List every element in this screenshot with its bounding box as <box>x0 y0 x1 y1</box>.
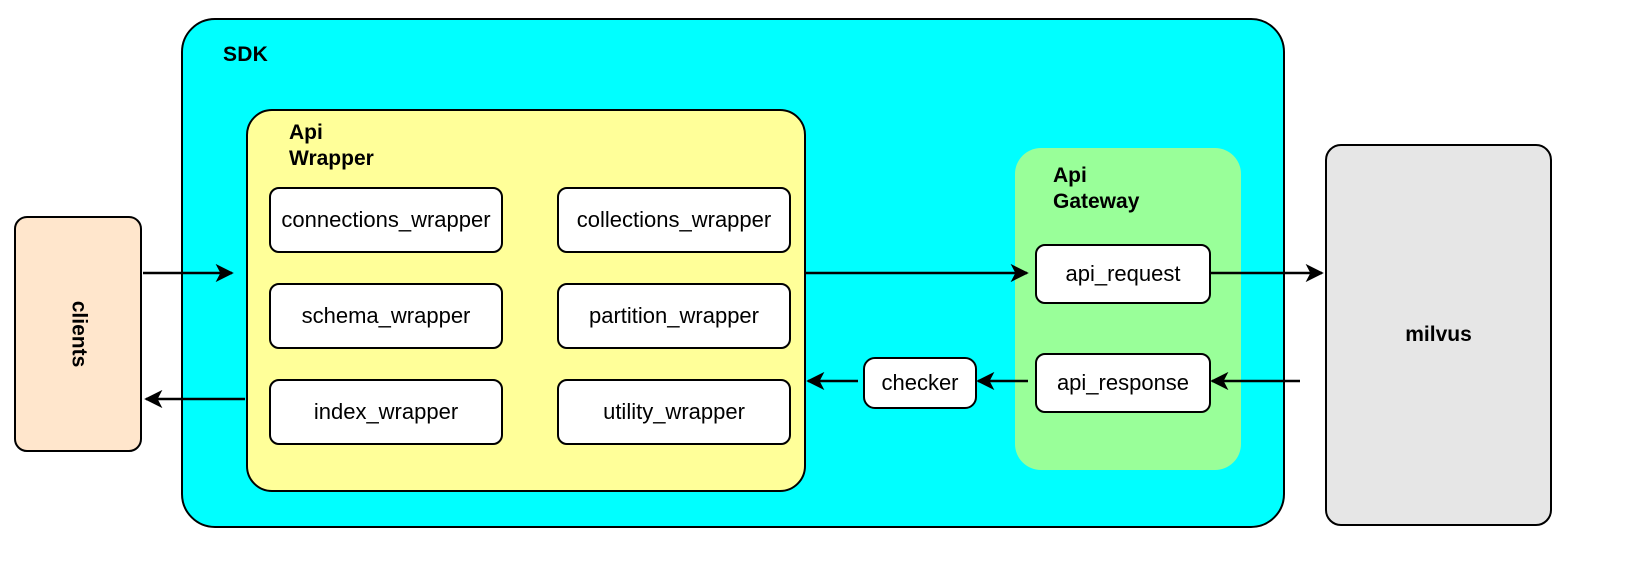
module-collections-wrapper[interactable]: collections_wrapper <box>557 187 791 253</box>
module-label: partition_wrapper <box>589 303 759 328</box>
api-wrapper-container[interactable]: Api Wrapper connections_wrapper collecti… <box>246 109 806 492</box>
module-label: schema_wrapper <box>301 303 471 328</box>
module-utility-wrapper[interactable]: utility_wrapper <box>557 379 791 445</box>
milvus-box[interactable]: milvus <box>1325 144 1552 526</box>
api-gateway-container[interactable]: Api Gateway api_request api_response <box>1015 148 1241 470</box>
module-label: api_response <box>1056 370 1190 395</box>
checker-box[interactable]: checker <box>863 357 977 409</box>
module-label: collections_wrapper <box>576 207 772 232</box>
clients-box[interactable]: clients <box>14 216 142 452</box>
module-api-response[interactable]: api_response <box>1035 353 1211 413</box>
module-api-request[interactable]: api_request <box>1035 244 1211 304</box>
module-label: utility_wrapper <box>603 399 745 424</box>
module-index-wrapper[interactable]: index_wrapper <box>269 379 503 445</box>
module-label: api_request <box>1065 261 1181 286</box>
module-connections-wrapper[interactable]: connections_wrapper <box>269 187 503 253</box>
module-schema-wrapper[interactable]: schema_wrapper <box>269 283 503 349</box>
clients-label: clients <box>67 300 90 368</box>
module-label: index_wrapper <box>313 399 459 424</box>
api-wrapper-title: Api Wrapper <box>289 121 374 170</box>
checker-label: checker <box>881 370 959 395</box>
milvus-label: milvus <box>1405 323 1472 346</box>
api-gateway-title: Api Gateway <box>1053 164 1140 213</box>
sdk-title: SDK <box>223 43 268 66</box>
module-partition-wrapper[interactable]: partition_wrapper <box>557 283 791 349</box>
module-label: connections_wrapper <box>281 207 491 232</box>
sdk-container[interactable]: SDK Api Wrapper connections_wrapper coll… <box>181 18 1285 528</box>
